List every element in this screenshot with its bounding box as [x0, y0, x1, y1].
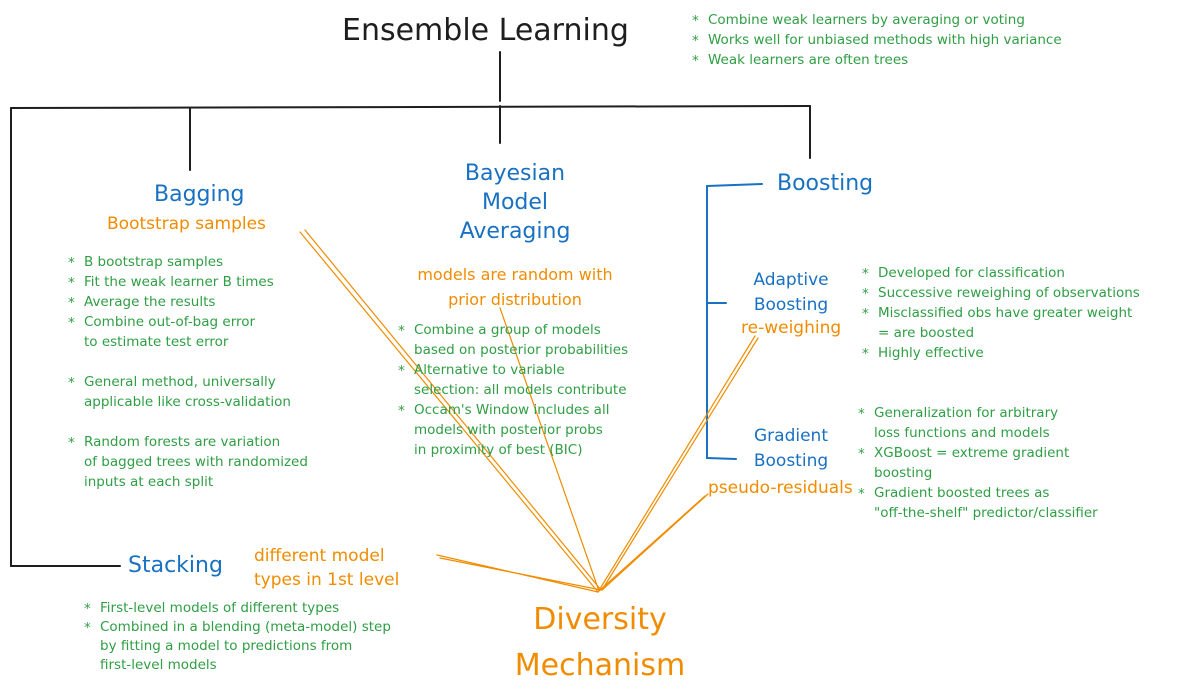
list-item: Developed for classification [862, 263, 1140, 284]
list-item: Highly effective [862, 343, 1140, 364]
bagging-mechanism: Bootstrap samples [107, 214, 266, 234]
adaptive-to-diversity [597, 335, 756, 593]
boosting-bracket-top [706, 183, 763, 187]
list-item: Average the results [68, 292, 308, 313]
stacking-bullets: First-level models of different types Co… [84, 599, 391, 675]
boosting-title: Boosting [777, 171, 874, 196]
boosting-bracket-bottom [706, 457, 737, 460]
list-item: Works well for unbiased methods with hig… [692, 30, 1062, 51]
gradient-mechanism: pseudo-residuals [708, 478, 853, 498]
bagging-title: Bagging [154, 182, 245, 207]
adaptive-mechanism: re-weighing [741, 318, 842, 338]
list-item: Misclassified obs have greater weight= a… [862, 303, 1140, 343]
list-item: B bootstrap samples [68, 252, 308, 273]
adaptive-to-diversity-2 [601, 337, 759, 591]
adaptive-bullets: Developed for classification Successive … [862, 263, 1140, 364]
list-item: Fit the weak learner B times [68, 272, 308, 293]
page-title: Ensemble Learning [342, 13, 629, 48]
bagging-bullets: B bootstrap samples Fit the weak learner… [68, 252, 308, 492]
list-item: First-level models of different types [84, 599, 391, 619]
list-item: Combine weak learners by averaging or vo… [692, 10, 1062, 31]
stacking-title: Stacking [128, 553, 223, 578]
stacking-to-diversity-2 [439, 557, 602, 591]
list-item: Successive reweighing of observations [862, 283, 1140, 304]
list-item: Gradient boosted trees as"off-the-shelf"… [858, 483, 1098, 523]
gradient-to-diversity-2 [601, 493, 709, 591]
list-item: Combined in a blending (meta-model) step… [84, 618, 391, 675]
branch-bar [10, 105, 811, 109]
intro-bullets: Combine weak learners by averaging or vo… [692, 10, 1062, 71]
list-item: Weak learners are often trees [692, 50, 1062, 71]
gradient-to-diversity [598, 495, 706, 592]
